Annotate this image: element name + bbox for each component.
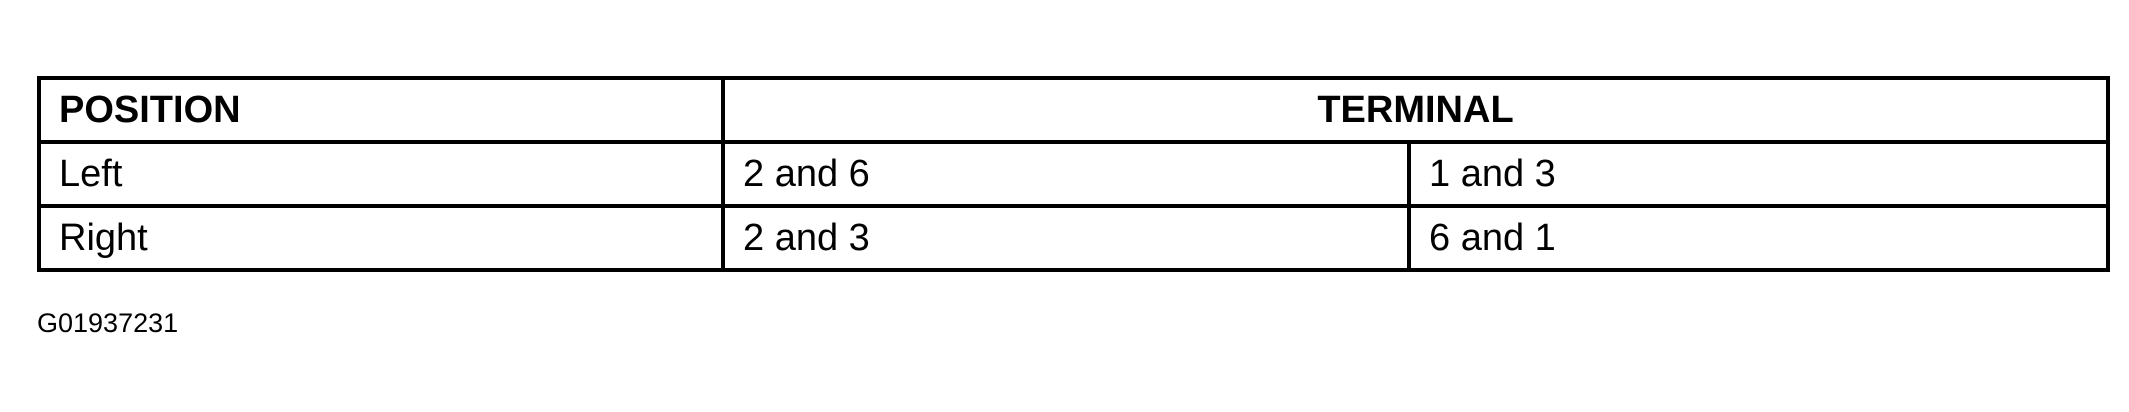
terminal-position-table: POSITION TERMINAL Left 2 and 6 1 and 3 R…: [37, 76, 2110, 272]
table-row: Left 2 and 6 1 and 3: [37, 140, 2110, 208]
header-position: POSITION: [37, 76, 725, 144]
cell-position: Left: [37, 140, 725, 208]
cell-terminal-a: 2 and 3: [721, 204, 1411, 272]
figure-id-caption: G01937231: [37, 308, 179, 338]
cell-position: Right: [37, 204, 725, 272]
table-row: Right 2 and 3 6 and 1: [37, 204, 2110, 272]
header-terminal: TERMINAL: [721, 76, 2110, 144]
cell-terminal-b: 1 and 3: [1407, 140, 2110, 208]
cell-terminal-a: 2 and 6: [721, 140, 1411, 208]
table-header-row: POSITION TERMINAL: [37, 76, 2110, 144]
cell-terminal-b: 6 and 1: [1407, 204, 2110, 272]
